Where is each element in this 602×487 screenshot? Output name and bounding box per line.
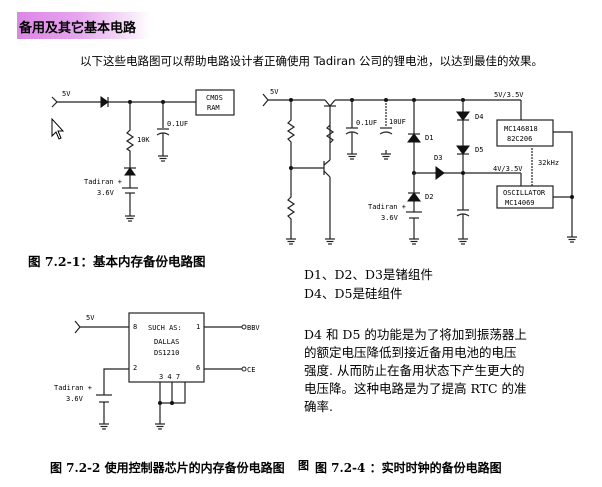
capacitor-label: 0.1UF [167, 120, 188, 128]
pins-347-label: 3 4 7 [159, 373, 180, 381]
diode-label-d2: D2 [425, 193, 433, 201]
section-heading: 备用及其它基本电路 [17, 12, 150, 39]
notes-paragraph: D4 和 D5 的功能是为了将加到振荡器上 的额定电压降低到接近备用电池的电压 … [304, 326, 527, 416]
voltage-label: 5V [62, 90, 71, 98]
rtc-label-1: MC146818 [504, 125, 538, 133]
diode-icon [100, 96, 109, 108]
capacitor-label-2: 10UF [389, 118, 406, 126]
notes-line: 确率. [304, 399, 333, 414]
ds1210-chip-box [128, 312, 205, 383]
figure-7-2-4-circuit: 5V 5V/3.5V 0.1UF 10UF D1 D3 4V/3.5V D2 [262, 88, 578, 245]
notes-germanium: D1、D2、D3是锗组件 [304, 267, 433, 282]
ram-label-2: RAM [207, 104, 220, 112]
oscillator-label-1: OSCILLATOR [503, 189, 546, 197]
pin-6-label: 6 [196, 364, 200, 372]
ram-label-1: CMOS [206, 94, 223, 102]
notes-silicon: D4、D5是硅组件 [304, 286, 403, 301]
rail-label-1: 5V/3.5V [494, 91, 524, 99]
pin-8-label: 8 [133, 323, 137, 331]
figure-7-2-2-circuit: 5V 8 SUCH AS: 1 DALLAS DS1210 2 6 3 4 7 … [54, 312, 260, 430]
notes-line: 电压降。这种电路是为了提高 RTC 的准 [304, 381, 527, 396]
pin-2-label: 2 [133, 364, 137, 372]
heading-text: 备用及其它基本电路 [19, 21, 137, 36]
voltage-label: 5V [86, 314, 95, 322]
battery-label-2: 3.6V [381, 214, 399, 222]
resistor-label: 10K [137, 136, 150, 144]
diode-label-d3: D3 [434, 154, 442, 162]
figure-7-2-4-caption: 图 7.2-4 ：实时时钟的备份电路图 [315, 461, 502, 475]
diode-label-d5: D5 [475, 146, 483, 154]
maker-label: DALLAS [154, 338, 179, 346]
figure-prefix: 图 [298, 459, 309, 472]
pin-1-label: 1 [196, 323, 200, 331]
output-ce-label: CE [247, 366, 255, 374]
notes-line: D4 和 D5 的功能是为了将加到振荡器上 [304, 327, 527, 342]
diode-label-d1: D1 [425, 134, 433, 142]
cmos-ram-box [195, 89, 235, 116]
such-as-label: SUCH AS: [148, 324, 182, 332]
frequency-label: 32kHz [538, 159, 559, 167]
rail-label-2: 4V/3.5V [493, 165, 523, 173]
notes-line: 的额定电压降低到接近备用电池的电压 [304, 345, 517, 360]
battery-label-1: Tadiran + [84, 178, 122, 186]
notes-line: 强度. 从而防止在备用状态下产生更大的 [304, 363, 525, 378]
battery-label-1: Tadiran + [54, 384, 92, 392]
battery-label-2: 3.6V [66, 395, 84, 403]
rtc-label-2: 82C206 [507, 135, 532, 143]
figure-7-2-2-caption: 图 7.2-2 使用控制器芯片的内存备份电路图 [50, 461, 285, 475]
diode-label-d4: D4 [475, 113, 483, 121]
capacitor-label-1: 0.1UF [356, 119, 377, 127]
rtc-chip-box [496, 119, 554, 147]
battery-label-1: Tadiran + [368, 203, 406, 211]
mouse-cursor-icon [51, 117, 65, 140]
oscillator-label-2: MC14069 [505, 199, 535, 207]
figure-7-2-1-circuit: CMOS RAM 5V 10K Tadiran + 3.6V 0.1UF [51, 89, 235, 222]
intro-text: 以下这些电路图可以帮助电路设计者正确使用 Tadiran 公司的锂电池，以达到最… [80, 54, 544, 68]
part-label: DS1210 [154, 349, 179, 357]
voltage-label: 5V [270, 88, 279, 96]
resistor-icon [125, 102, 135, 168]
battery-label-2: 3.6V [97, 189, 115, 197]
output-bbv-label: BBV [247, 324, 260, 332]
figure-7-2-1-caption: 图 7.2-1：基本内存备份电路图 [28, 254, 206, 269]
